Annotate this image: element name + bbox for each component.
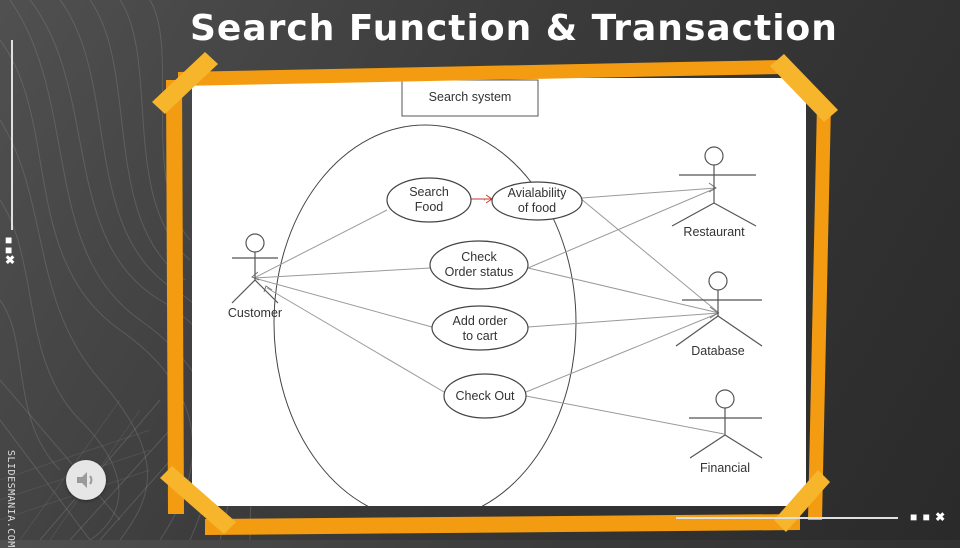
system-label: Search system — [429, 90, 512, 104]
association-line — [527, 267, 720, 314]
usecase-availability-line2: of food — [518, 201, 556, 215]
usecase-availability — [491, 181, 583, 221]
slide-title: Search Function & Transaction — [190, 8, 838, 49]
usecase-check-order-line1: Check — [461, 250, 497, 264]
association-line — [525, 312, 720, 393]
speaker-icon — [77, 472, 93, 488]
usecase-check-out — [443, 373, 527, 419]
use-case-diagram: Search system Search Food Avialability o… — [192, 78, 806, 506]
actor-database-label: Database — [691, 344, 745, 358]
left-divider — [11, 40, 13, 230]
left-marker: ■■✖ — [5, 233, 16, 267]
association-line — [579, 197, 720, 314]
association-line — [266, 287, 445, 393]
association-line — [253, 267, 431, 279]
arrow-head — [251, 271, 260, 281]
audio-button[interactable] — [66, 460, 106, 500]
actor-database — [675, 271, 763, 347]
association-line — [525, 395, 725, 435]
usecase-check-order — [429, 240, 529, 290]
association-line — [253, 277, 433, 328]
actor-financial-label: Financial — [700, 461, 750, 475]
usecase-check-order-line2: Order status — [445, 265, 514, 279]
bottom-marker: ■ ■ ✖ — [910, 510, 947, 524]
usecase-search-food-line2: Food — [415, 200, 444, 214]
usecase-availability-line1: Avialability — [508, 186, 568, 200]
usecase-search-food — [386, 177, 472, 223]
usecase-check-out-label: Check Out — [455, 389, 515, 403]
usecase-add-order-line1: Add order — [453, 314, 508, 328]
usecase-add-order — [431, 305, 529, 351]
actor-financial — [689, 389, 763, 459]
actor-customer — [231, 233, 279, 304]
association-line — [527, 312, 720, 328]
bottom-divider — [676, 517, 898, 519]
actor-restaurant-label: Restaurant — [683, 225, 745, 239]
arrow-head — [708, 182, 717, 193]
usecase-search-food-line1: Search — [409, 185, 449, 199]
usecase-add-order-line2: to cart — [463, 329, 498, 343]
association-line — [527, 187, 717, 269]
actor-customer-label: Customer — [228, 306, 282, 320]
brand-watermark: SLIDESMANIA.COM — [5, 450, 16, 548]
system-box — [401, 79, 539, 117]
actor-restaurant — [671, 146, 757, 227]
association-line — [253, 209, 388, 279]
close-marker-icon: ✖ — [5, 253, 16, 267]
